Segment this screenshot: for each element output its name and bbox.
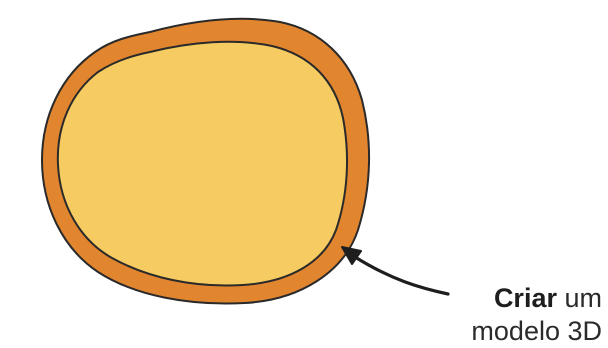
pointer-arrow-line	[355, 257, 448, 294]
caption-line-2: modelo 3D	[440, 315, 602, 348]
disk-inner-filling	[58, 42, 347, 286]
caption-line-1: Criar um	[440, 282, 602, 315]
caption: Criar um modelo 3D	[440, 282, 602, 348]
caption-bold-word: Criar	[494, 283, 557, 313]
caption-rest-word: um	[564, 283, 602, 313]
